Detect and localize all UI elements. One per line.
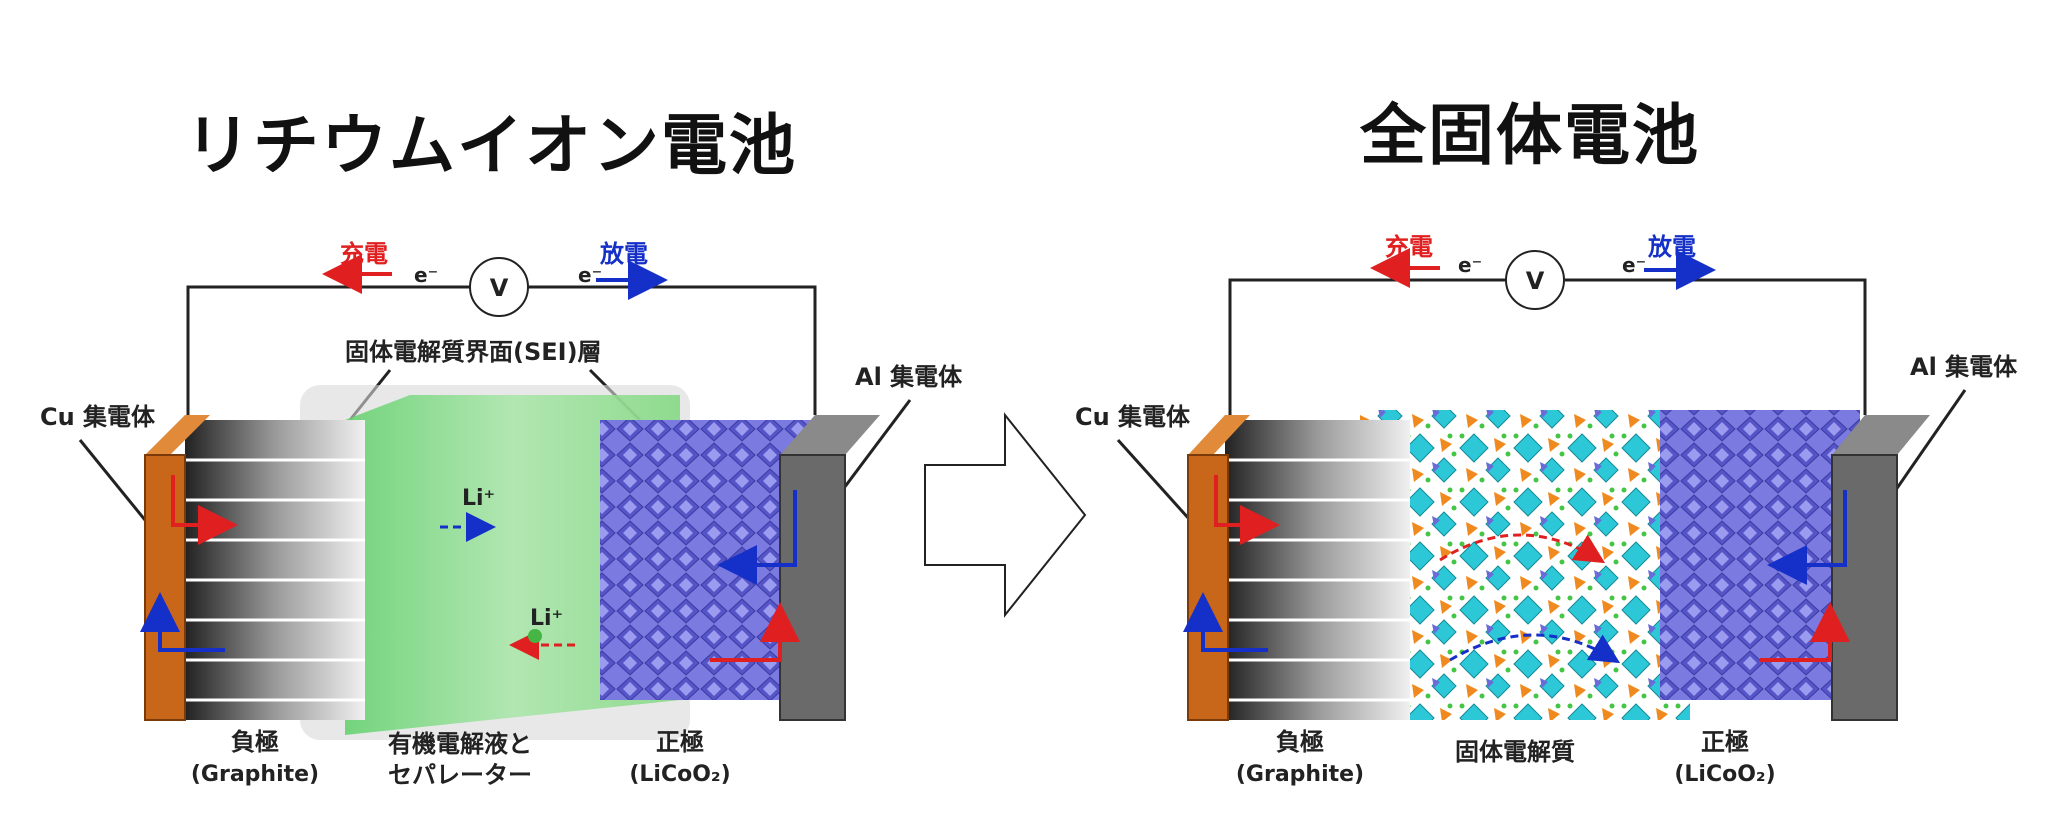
title-all-solid-state-battery: 全固体電池 (1360, 97, 1700, 174)
anode-material-label-right: (Graphite) (1236, 762, 1364, 787)
li-ion-label-2: Li⁺ (530, 606, 563, 631)
cathode-discharge-current (717, 490, 797, 585)
cu-leader-right (1116, 438, 1192, 522)
charge-label-right: 充電 (1385, 233, 1433, 261)
electrolyte-label-line1: 有機電解液と (388, 730, 532, 758)
li-ion-particle (528, 629, 542, 643)
title-lithium-ion-battery: リチウムイオン電池 (185, 107, 797, 184)
cathode-label: 正極 (656, 728, 704, 756)
external-circuit-right: V (1228, 250, 1867, 415)
discharge-label-right: 放電 (1647, 233, 1696, 261)
cu-collector (144, 454, 186, 721)
cathode-material-label: (LiCoO₂) (629, 762, 730, 787)
al-collector-right (1831, 454, 1898, 721)
electron-right-label-right: e⁻ (1622, 253, 1646, 277)
anode-charge-current-right (1214, 475, 1280, 545)
cu-collector-top (145, 415, 210, 455)
voltmeter (469, 257, 529, 317)
cathode-charge-current (710, 602, 800, 662)
voltmeter-right (1505, 250, 1565, 310)
anode-label: 負極 (231, 728, 279, 756)
lithium-ion-cell: V 充電 e⁻ e⁻ 放電 固体電解質界面(SEI)層 Cu 集電体 Al 集電… (40, 240, 963, 789)
discharge-label: 放電 (599, 240, 648, 268)
li-ion-label-1: Li⁺ (462, 486, 495, 511)
charge-label: 充電 (340, 240, 388, 268)
anode-graphite (185, 420, 365, 720)
electrolyte-label-line2: セパレーター (388, 761, 532, 789)
voltmeter-label: V (490, 274, 509, 302)
solid-li-path-charge (1439, 533, 1606, 564)
cathode-label-right: 正極 (1701, 728, 1749, 756)
cathode-charge-current-right (1760, 602, 1850, 662)
anode-discharge-current-right (1183, 592, 1268, 652)
solid-electrolyte (1360, 410, 1690, 720)
electron-left-label-right: e⁻ (1458, 253, 1482, 277)
cathode-discharge-current-right (1767, 490, 1847, 585)
cu-collector-label-right: Cu 集電体 (1075, 403, 1191, 431)
solid-electrolyte-label: 固体電解質 (1455, 738, 1575, 766)
al-collector-top-right (1832, 415, 1930, 455)
electron-right-label: e⁻ (578, 263, 602, 287)
sei-layer-label: 固体電解質界面(SEI)層 (345, 338, 602, 366)
cu-leader (78, 439, 147, 521)
al-collector-label-right: Al 集電体 (1910, 353, 2018, 381)
cu-collector-label: Cu 集電体 (40, 403, 156, 431)
voltmeter-label-right: V (1526, 267, 1545, 295)
cu-collector-top-right (1188, 415, 1250, 455)
anode-graphite-right (1225, 420, 1410, 720)
electron-left-label: e⁻ (414, 263, 438, 287)
al-collector (779, 454, 846, 721)
al-collector-label: Al 集電体 (855, 363, 963, 391)
anode-charge-current (171, 475, 238, 545)
anode-discharge-current (140, 592, 225, 652)
anode-material-label: (Graphite) (191, 762, 319, 787)
transition-arrow (924, 412, 1087, 618)
external-circuit: V (186, 257, 817, 415)
cu-collector-right (1187, 454, 1229, 721)
al-collector-top (780, 415, 880, 455)
anode-label-right: 負極 (1276, 728, 1324, 756)
electrolyte-separator (345, 395, 680, 735)
all-solid-state-cell: V 充電 e⁻ e⁻ 放電 Cu 集電体 Al 集電体 (1075, 233, 2018, 787)
cathode-material-label-right: (LiCoO₂) (1674, 762, 1775, 787)
